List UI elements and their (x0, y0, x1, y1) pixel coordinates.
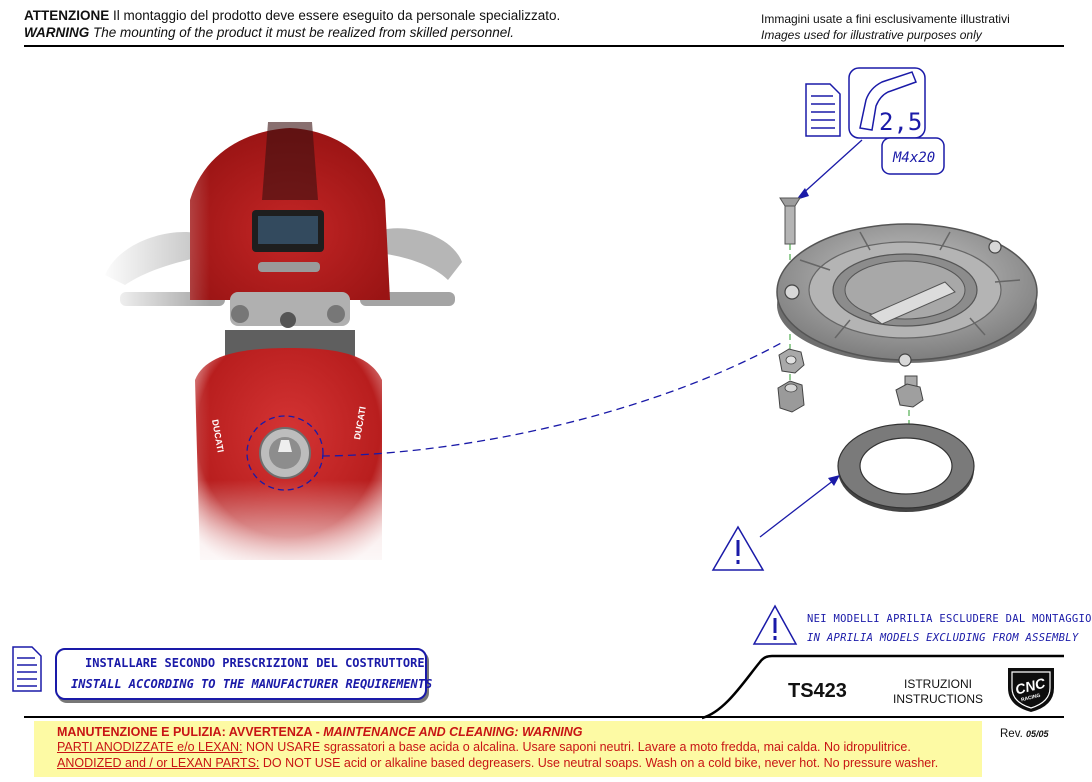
warning-italian: ATTENZIONE Il montaggio del prodotto dev… (24, 7, 560, 24)
revision: Rev. 05/05 (1000, 728, 1049, 740)
gasket-arrow (759, 479, 835, 538)
revision-value: 05/05 (1026, 729, 1049, 739)
doc-type-en: INSTRUCTIONS (893, 692, 983, 706)
aprilia-note-en: IN APRILIA MODELS EXCLUDING FROM ASSEMBL… (807, 632, 1079, 644)
warning-it-text: Il montaggio del prodotto deve essere es… (109, 8, 561, 23)
aprilia-warning-icon (752, 604, 798, 645)
images-note-it: Immagini usate a fini esclusivamente ill… (761, 12, 1010, 26)
install-note-box: INSTALLARE SECONDO PRESCRIZIONI DEL COST… (55, 648, 432, 700)
allen-key-icon (859, 71, 917, 131)
cap-callout-leader (321, 341, 784, 457)
screw-part (779, 197, 801, 245)
header-divider (24, 45, 1064, 47)
cap-callout-circle (246, 415, 324, 491)
maintenance-line-en-text: DO NOT USE acid or alkaline based degrea… (259, 756, 939, 770)
warning-it-label: ATTENZIONE (24, 8, 110, 23)
allen-key-size: 2,5 (879, 108, 922, 136)
screw-spec: M4x20 (892, 150, 935, 166)
warning-en-text: The mounting of the product it must be r… (89, 25, 514, 40)
fuel-cap-flange (776, 223, 1038, 367)
product-illustration: DUCATI DUCATI 2,5 M4x20 (100, 67, 1038, 580)
install-document-icon (12, 646, 42, 692)
maintenance-line-it-label: PARTI ANODIZZATE e/o LEXAN: (57, 740, 243, 754)
doc-type-it: ISTRUZIONI (904, 677, 972, 691)
footer-divider (24, 716, 1064, 718)
maintenance-line-en-label: ANODIZED and / or LEXAN PARTS: (57, 756, 260, 770)
revision-label: Rev. (1000, 728, 1026, 740)
maintenance-title-en: MAINTENANCE AND CLEANING: WARNING (323, 725, 583, 739)
install-note-en: INSTALL ACCORDING TO THE MANUFACTURER RE… (71, 677, 433, 691)
maintenance-line-en: ANODIZED and / or LEXAN PARTS: DO NOT US… (57, 756, 938, 771)
allen-key-spec: 2,5 M4x20 (848, 67, 945, 175)
gasket-warning-icon (711, 525, 765, 571)
maintenance-title-it: MANUTENZIONE E PULIZIA: AVVERTENZA - (57, 725, 324, 739)
maintenance-warning-box: MANUTENZIONE E PULIZIA: AVVERTENZA - MAI… (34, 721, 982, 777)
maintenance-line-it-text: NON USARE sgrassatori a base acida o alc… (242, 740, 911, 754)
instruction-document-icon (805, 83, 841, 137)
install-note-it: INSTALLARE SECONDO PRESCRIZIONI DEL COST… (85, 656, 425, 670)
maintenance-title: MANUTENZIONE E PULIZIA: AVVERTENZA - MAI… (57, 725, 582, 740)
images-note-en: Images used for illustrative purposes on… (761, 28, 982, 42)
warning-english: WARNING The mounting of the product it m… (24, 24, 514, 41)
logo-subtext: RACING (1021, 693, 1042, 704)
title-block-frame (701, 654, 1064, 720)
spec-arrow (799, 139, 863, 197)
nut-parts (777, 348, 924, 413)
maintenance-line-it: PARTI ANODIZZATE e/o LEXAN: NON USARE sg… (57, 740, 911, 755)
logo-text: CNC (1014, 674, 1048, 697)
cnc-racing-logo: CNC RACING (1008, 668, 1054, 712)
motorcycle-photo: DUCATI DUCATI (100, 120, 480, 580)
aprilia-note-it: NEI MODELLI APRILIA ESCLUDERE DAL MONTAG… (807, 613, 1092, 625)
warning-en-label: WARNING (24, 25, 90, 40)
product-code: TS423 (788, 680, 847, 702)
gasket-ring (837, 423, 975, 512)
